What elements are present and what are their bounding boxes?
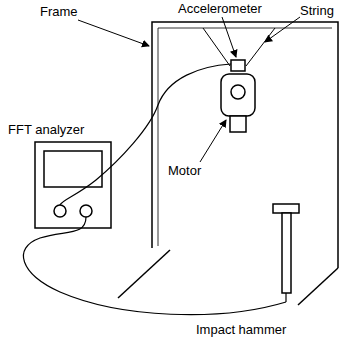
string [246,28,275,66]
frame-edge [158,28,332,246]
motor-body [221,74,255,116]
leader-arrow [78,20,149,46]
hammer-head [273,204,299,213]
leader-arrow [265,17,300,42]
hammer-handle [282,213,291,293]
leader-arrow [222,17,236,57]
floor-line [118,250,170,298]
hammer-tip [285,293,286,302]
string [203,28,230,66]
sensor-cable [60,64,231,205]
part-label: String [300,3,334,18]
part-label: FFT analyzer [8,122,84,137]
analyzer-socket [54,205,66,217]
analyzer-socket [80,205,92,217]
accelerometer [231,60,245,71]
frame [152,22,338,268]
part-label: Impact hammer [196,322,286,337]
motor-end [231,85,245,99]
analyzer-box [35,142,111,228]
part-label: Motor [168,163,201,178]
part-label: Frame [40,4,78,19]
floor-line [298,268,338,305]
motor-shaft [230,116,246,132]
hammer-cable [23,217,286,315]
leader-arrow [200,120,226,162]
part-label: Accelerometer [178,1,262,16]
